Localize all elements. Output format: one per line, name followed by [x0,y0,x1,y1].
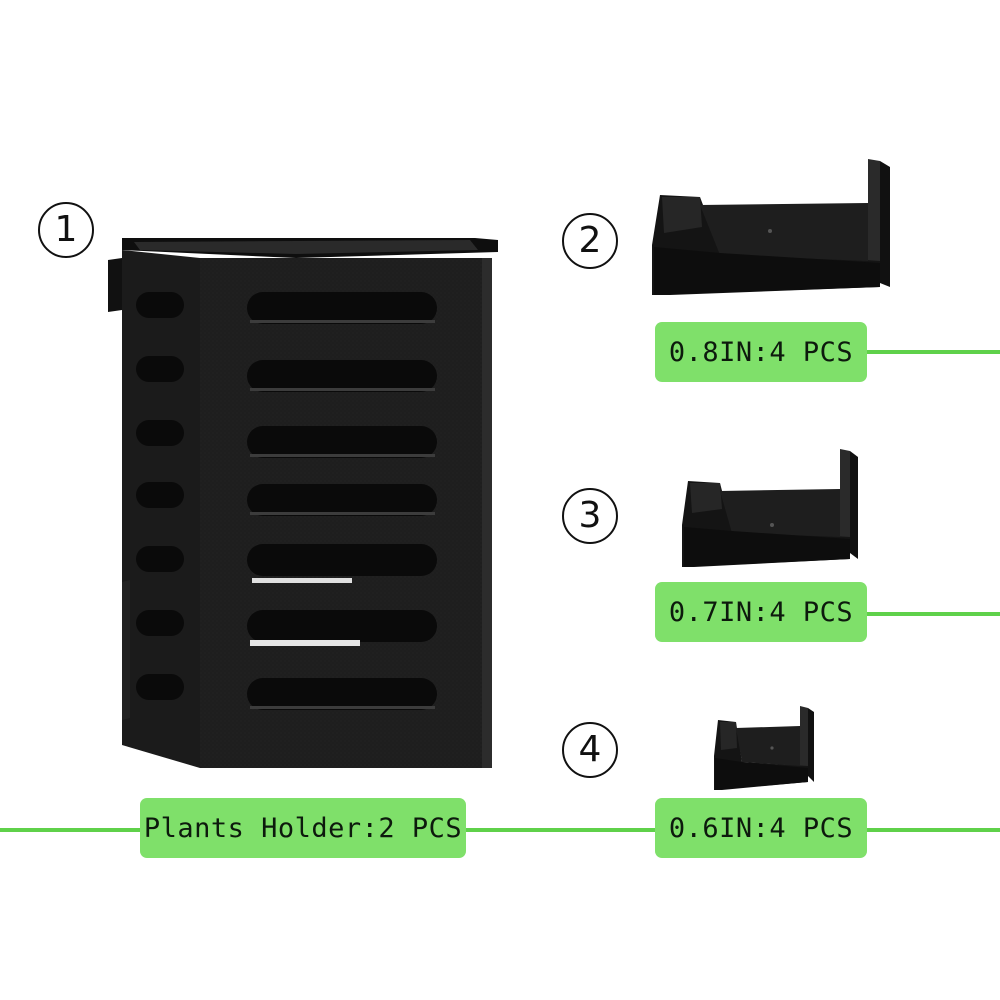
bracket-06-image [714,706,814,790]
number-badge-3: 3 [562,488,618,544]
connector-line-holder [0,828,1000,832]
plants-holder-image [108,238,498,768]
number-badge-1: 1 [38,202,94,258]
number-badge-4: 4 [562,722,618,778]
label-plants-holder: Plants Holder:2 PCS [140,798,466,858]
connector-line-07 [860,612,1000,616]
bracket-08-image [652,159,890,295]
connector-line-08 [860,350,1000,354]
number-badge-2: 2 [562,213,618,269]
label-0-8in: 0.8IN:4 PCS [655,322,867,382]
label-0-6in: 0.6IN:4 PCS [655,798,867,858]
label-0-7in: 0.7IN:4 PCS [655,582,867,642]
bracket-07-image [682,449,858,567]
